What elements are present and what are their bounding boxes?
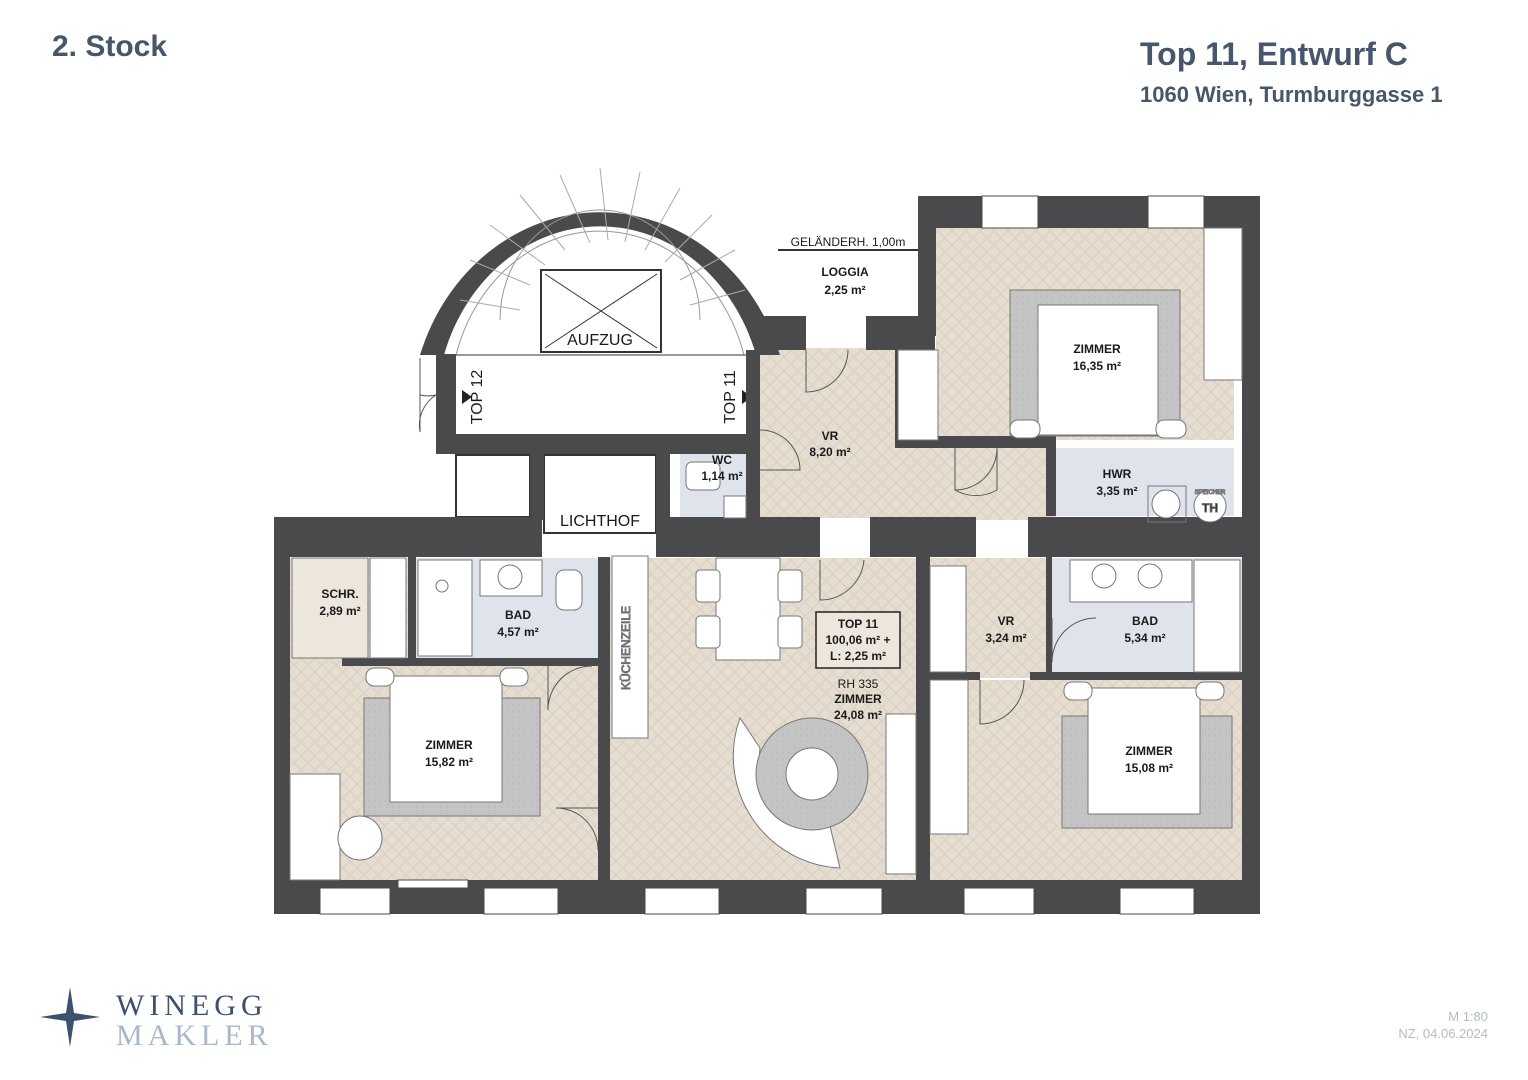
railing-label: GELÄNDERH. 1,00m bbox=[791, 235, 906, 249]
room-name-vr-top: VR bbox=[822, 429, 839, 443]
bed-sw bbox=[389, 675, 503, 803]
room-area-zimmer-center: 24,08 m² bbox=[834, 708, 882, 722]
unit-title: Top 11, Entwurf C bbox=[1140, 36, 1408, 72]
floor-label: 2. Stock bbox=[52, 30, 168, 63]
room-area-hwr: 3,35 m² bbox=[1096, 484, 1137, 498]
room-name-bad-left: BAD bbox=[505, 608, 531, 622]
room-area-schr: 2,89 m² bbox=[319, 604, 360, 618]
room-name-bad-right: BAD bbox=[1132, 614, 1158, 628]
date-text: NZ, 04.06.2024 bbox=[1398, 1026, 1488, 1041]
room-area-zimmer-se: 15,08 m² bbox=[1125, 761, 1173, 775]
room-name-wc: WC bbox=[712, 453, 732, 467]
th-label: TH bbox=[1202, 501, 1218, 515]
walls bbox=[274, 196, 1260, 914]
speicher-label: SPEICHER bbox=[1195, 490, 1226, 496]
lichthof-label: LICHTHOF bbox=[560, 513, 640, 530]
logo-text-line2: MAKLER bbox=[116, 1019, 273, 1052]
logo-text-line1: WINEGG bbox=[116, 989, 268, 1022]
door-label-top12: TOP 12 bbox=[469, 370, 486, 425]
water-heater bbox=[1193, 489, 1227, 523]
room-name-vr-right: VR bbox=[998, 614, 1015, 628]
company-logo: WINEGG MAKLER bbox=[38, 985, 298, 1055]
floor-loggia bbox=[778, 250, 918, 318]
room-name-zimmer-se: ZIMMER bbox=[1125, 744, 1173, 758]
room-labels: LOGGIA 2,25 m² ZIMMER 16,35 m² VR 8,20 m… bbox=[319, 265, 1173, 775]
room-name-schr: SCHR. bbox=[321, 587, 358, 601]
room-area-loggia: 2,25 m² bbox=[824, 283, 865, 297]
room-area-zimmer-sw: 15,82 m² bbox=[425, 755, 473, 769]
doors bbox=[418, 349, 1097, 851]
room-area-vr-top: 8,20 m² bbox=[809, 445, 850, 459]
bed-ne bbox=[1037, 304, 1159, 436]
windows bbox=[319, 195, 1205, 915]
elevator-label: AUFZUG bbox=[567, 332, 633, 349]
summary-line1: TOP 11 bbox=[838, 617, 879, 631]
rh-label: RH 335 bbox=[838, 677, 879, 691]
furniture: KÜCHENZEILE TH SPEICHER bbox=[289, 227, 1243, 881]
door-label-top11: TOP 11 bbox=[722, 370, 739, 423]
summary-box: TOP 11 100,06 m² + L: 2,25 m² bbox=[815, 611, 901, 669]
room-name-loggia: LOGGIA bbox=[821, 265, 869, 279]
compass-star-icon bbox=[40, 987, 100, 1047]
summary-line2: 100,06 m² + bbox=[825, 633, 890, 647]
scale-text: M 1:80 bbox=[1448, 1009, 1488, 1024]
stair-tower: AUFZUG TOP 12 TOP 11 bbox=[420, 167, 780, 438]
unit-address: 1060 Wien, Turmburggasse 1 bbox=[1140, 82, 1443, 107]
floor-vr-top-ext bbox=[895, 440, 1055, 520]
room-area-bad-right: 5,34 m² bbox=[1124, 631, 1165, 645]
room-area-zimmer-ne: 16,35 m² bbox=[1073, 359, 1121, 373]
summary-line3: L: 2,25 m² bbox=[830, 649, 886, 663]
room-area-bad-left: 4,57 m² bbox=[497, 625, 538, 639]
bed-se bbox=[1087, 687, 1201, 815]
room-name-zimmer-sw: ZIMMER bbox=[425, 738, 473, 752]
room-area-wc: 1,14 m² bbox=[701, 469, 742, 483]
room-name-zimmer-center: ZIMMER bbox=[834, 692, 882, 706]
room-name-hwr: HWR bbox=[1103, 467, 1132, 481]
dining-table bbox=[715, 557, 781, 661]
room-name-zimmer-ne: ZIMMER bbox=[1073, 342, 1121, 356]
kitchen-label: KÜCHENZEILE bbox=[619, 606, 633, 690]
room-area-vr-right: 3,24 m² bbox=[985, 631, 1026, 645]
scale-info: M 1:80 NZ, 04.06.2024 bbox=[1398, 1008, 1488, 1042]
